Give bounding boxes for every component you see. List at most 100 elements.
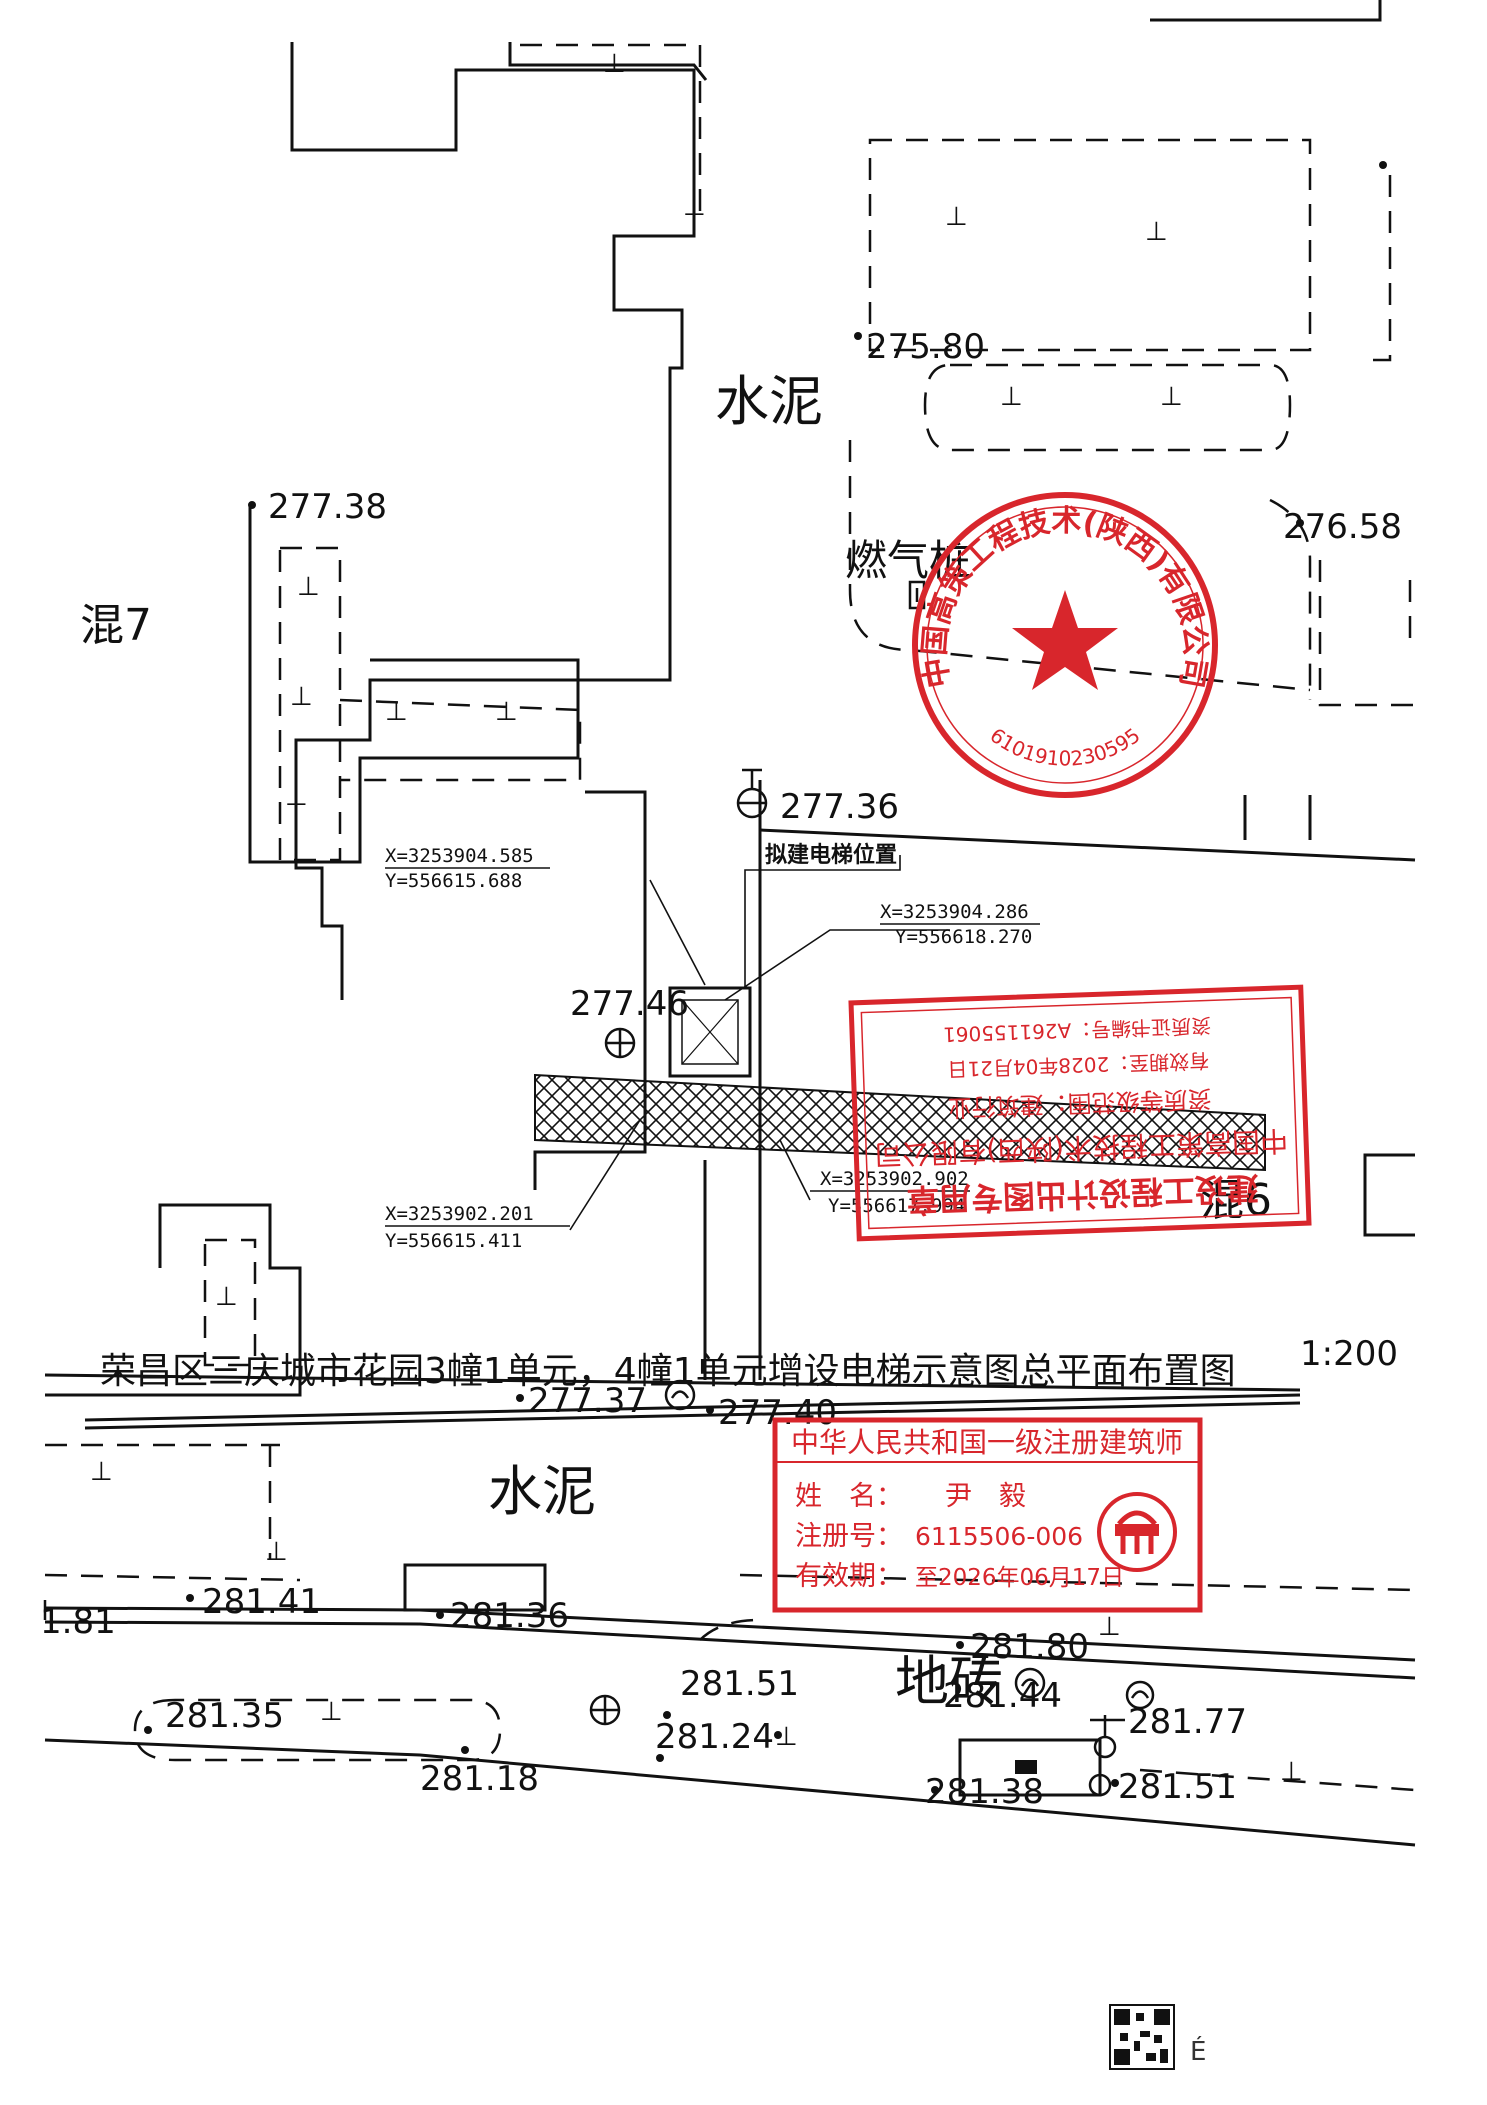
coordinate-y: Y=556618.270: [895, 926, 1032, 948]
elevation-label: 277.36: [780, 787, 899, 827]
planting-area-top: [868, 138, 1312, 352]
planting-area-oval: [923, 363, 1292, 452]
architect-seal: 中华人民共和国一级注册建筑师 姓 名： 尹 毅 注册号： 6115506-006…: [772, 1417, 1203, 1613]
svg-text:⊥: ⊥: [385, 697, 408, 727]
cement-label: 水泥: [715, 370, 823, 433]
coordinate-x: X=3253902.201: [385, 1203, 534, 1225]
architect-name: 尹 毅: [945, 1481, 1026, 1512]
drawing-title: 荣昌区三庆城市花园3幢1单元，4幢1单元增设电梯示意图总平面布置图: [100, 1351, 1236, 1392]
svg-text:⊥: ⊥: [320, 1697, 343, 1727]
svg-text:注册号：: 注册号：: [795, 1521, 903, 1552]
svg-text:⊥: ⊥: [1098, 1612, 1121, 1642]
coordinate-y: Y=556615.688: [385, 870, 522, 892]
company-seal: 中国高策工程技术(陕西)有限公司 6101910230595: [912, 492, 1218, 798]
cement-label: 水泥: [488, 1460, 596, 1523]
elevation-label: 281.38: [925, 1772, 1044, 1812]
coordinate-x: X=3253904.585: [385, 845, 534, 867]
coordinate-y: Y=556615.411: [385, 1230, 522, 1252]
manhole-box: [403, 1563, 547, 1612]
valve-icon-3: [1125, 1680, 1155, 1710]
hatched-walkway: [534, 1073, 1266, 1172]
elevation-label: 275.80: [866, 327, 985, 367]
coordinate-y: Y=556617.994: [828, 1195, 965, 1217]
svg-text:⊥: ⊥: [1000, 382, 1023, 412]
seal-code: 6101910230595: [985, 723, 1144, 771]
building-top-edge: [508, 42, 708, 81]
svg-text:⊥: ⊥: [290, 682, 313, 712]
architect-valid-until: 至2026年06月17日: [915, 1565, 1124, 1591]
svg-text:⊥: ⊥: [495, 697, 518, 727]
planting-area-left: [278, 546, 342, 862]
road-edge-lower-3: [44, 1738, 1416, 1847]
svg-text:⊥: ⊥: [1280, 1757, 1303, 1787]
svg-text:姓 名：: 姓 名：: [795, 1481, 903, 1512]
architect-reg-number: 6115506-006: [915, 1522, 1083, 1551]
svg-text:⊥: ⊥: [683, 192, 706, 222]
footer-mark: É: [1190, 2035, 1206, 2067]
svg-text:⊥: ⊥: [1145, 217, 1168, 247]
structure-type-label: 混7: [80, 600, 152, 651]
valve-icon: [664, 1379, 696, 1411]
planting-area-oval-lower: [133, 1698, 502, 1762]
building-upper-left: [290, 42, 696, 1000]
seal-line: 有效期至：2028年04月21日: [947, 1048, 1209, 1081]
road-edge-upper: [759, 828, 1416, 862]
elevation-label: 281.44: [943, 1676, 1062, 1716]
valve-icon-2: [1014, 1667, 1046, 1699]
building-left-wing: [248, 505, 580, 864]
star-icon: [1012, 590, 1118, 690]
structure-type-label: 混6: [1200, 1175, 1272, 1226]
elevation-label: 276.58: [1283, 507, 1402, 547]
svg-text:⊥: ⊥: [775, 1722, 798, 1752]
svg-text:⊥: ⊥: [215, 1282, 238, 1312]
elevation-labels: 275.80 277.38 276.58 277.36 277.46 277.3…: [40, 327, 1402, 1812]
svg-text:⊥: ⊥: [603, 49, 626, 79]
title-underline-2: [84, 1401, 1301, 1430]
elevation-label: 281.41: [202, 1582, 321, 1622]
building-outlines: [44, 0, 1416, 1847]
floor-tile-label: 地砖: [895, 1650, 1003, 1713]
elevation-label: 277.37: [528, 1381, 647, 1421]
elevation-points: [144, 161, 1387, 1794]
hydrant-icon: [604, 1027, 636, 1059]
architect-emblem-icon: [1097, 1492, 1177, 1572]
elevation-label: 277.38: [268, 487, 387, 527]
svg-text:有效期：: 有效期：: [795, 1561, 903, 1592]
elevation-label: 281.35: [165, 1696, 284, 1736]
svg-text:⊥: ⊥: [90, 1457, 113, 1487]
elevation-label: 277.46: [570, 984, 689, 1024]
svg-text:⊥: ⊥: [285, 782, 308, 812]
area-labels: 水泥 水泥 地砖 燃气桩 混7 混6 拟建电梯位置: [80, 370, 1272, 1713]
coordinate-x: X=3253904.286: [880, 901, 1029, 923]
title-underline-1: [84, 1393, 1301, 1422]
drawing-scale: 1:200: [1300, 1334, 1398, 1374]
svg-text:⊥: ⊥: [945, 202, 968, 232]
fire-hydrant-icon: [736, 768, 768, 819]
dashed-areas: [43, 43, 1416, 1792]
elevation-label: 281.77: [1128, 1702, 1247, 1742]
proposed-elevator-label: 拟建电梯位置: [765, 842, 897, 868]
qr-code: [1109, 2004, 1175, 2070]
elevation-label: 281.51: [1118, 1767, 1237, 1807]
proposed-elevator-group: [534, 855, 1266, 1231]
crosshair-icon: [589, 1694, 621, 1726]
architect-seal-header: 中华人民共和国一级注册建筑师: [791, 1426, 1183, 1459]
svg-text:⊥: ⊥: [1160, 382, 1183, 412]
pole-icon-2: [1088, 1773, 1112, 1797]
elevation-label: 281.51: [680, 1664, 799, 1704]
pole-icon: [1090, 1715, 1125, 1759]
elevation-label: 281.36: [450, 1596, 569, 1636]
svg-text:⊥: ⊥: [297, 572, 320, 602]
svg-text:⊥: ⊥: [265, 1537, 288, 1567]
building-central: [533, 790, 647, 1190]
building-lower-left: [45, 1203, 302, 1397]
road-edge-lower-2: [44, 1620, 1416, 1680]
elevation-label: 281.24: [655, 1717, 774, 1757]
equipment-box: [958, 1738, 1102, 1797]
elevation-label: 1.81: [40, 1602, 116, 1642]
vegetation-symbols: ⊥ ⊥ ⊥ ⊥ ⊥ ⊥ ⊥ ⊥ ⊥ ⊥ ⊥ ⊥ ⊥ ⊥ ⊥ ⊥ ⊥ ⊥: [90, 49, 1303, 1787]
elevation-label: 281.80: [970, 1627, 1089, 1667]
seal-line: 资质证书编号：A261155061: [943, 1013, 1212, 1046]
elevation-label: 281.18: [420, 1759, 539, 1799]
